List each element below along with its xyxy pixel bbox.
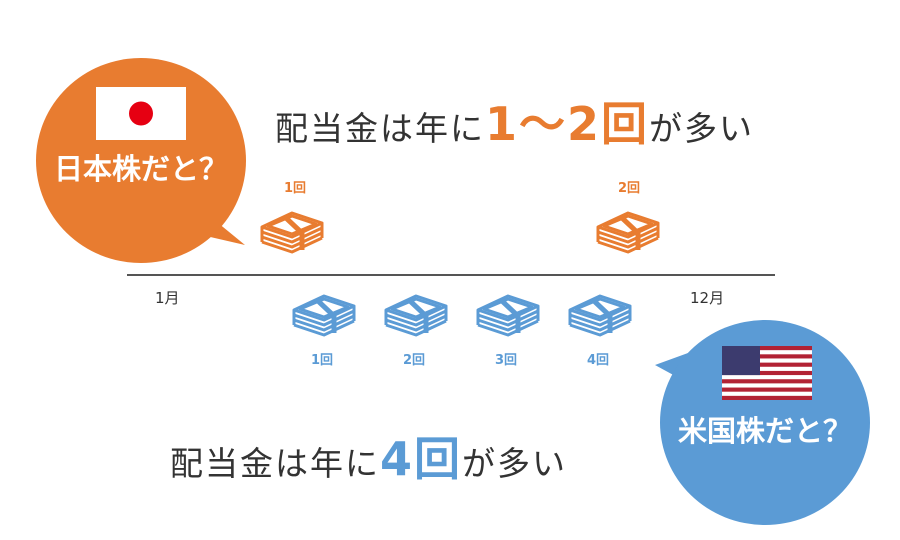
japan-bubble-label: 日本株だと？ <box>53 152 228 186</box>
timeline-axis <box>127 274 775 276</box>
us-bubble-label: 米国株だと？ <box>677 414 852 448</box>
us-payout-label: 1回 <box>311 353 334 368</box>
money-stack-icon <box>474 288 542 338</box>
money-stack-icon <box>258 205 326 255</box>
japan-headline-prefix: 配当金は年に <box>275 109 485 148</box>
us-payout-label: 4回 <box>587 353 610 368</box>
us-headline-prefix: 配当金は年に <box>170 444 380 483</box>
money-stack-icon <box>382 288 450 338</box>
money-stack-icon <box>566 288 634 338</box>
money-stack-icon <box>290 288 358 338</box>
us-headline: 配当金は年に4回が多い <box>170 423 567 489</box>
us-flag-icon <box>722 346 812 400</box>
us-payout-label: 2回 <box>403 353 426 368</box>
us-headline-suffix: が多い <box>462 444 568 483</box>
japan-payout-label: 1回 <box>284 181 307 196</box>
japan-payout-label: 2回 <box>618 181 641 196</box>
money-stack-icon <box>594 205 662 255</box>
us-payout-label: 3回 <box>495 353 518 368</box>
timeline-end-label: 12月 <box>690 289 725 307</box>
japan-headline: 配当金は年に1～2回が多い <box>275 88 754 154</box>
japan-headline-suffix: が多い <box>649 109 755 148</box>
japan-flag-icon <box>96 87 186 140</box>
timeline-start-label: 1月 <box>155 289 180 307</box>
japan-headline-highlight: 1～2回 <box>485 97 650 151</box>
us-headline-highlight: 4回 <box>380 432 463 486</box>
